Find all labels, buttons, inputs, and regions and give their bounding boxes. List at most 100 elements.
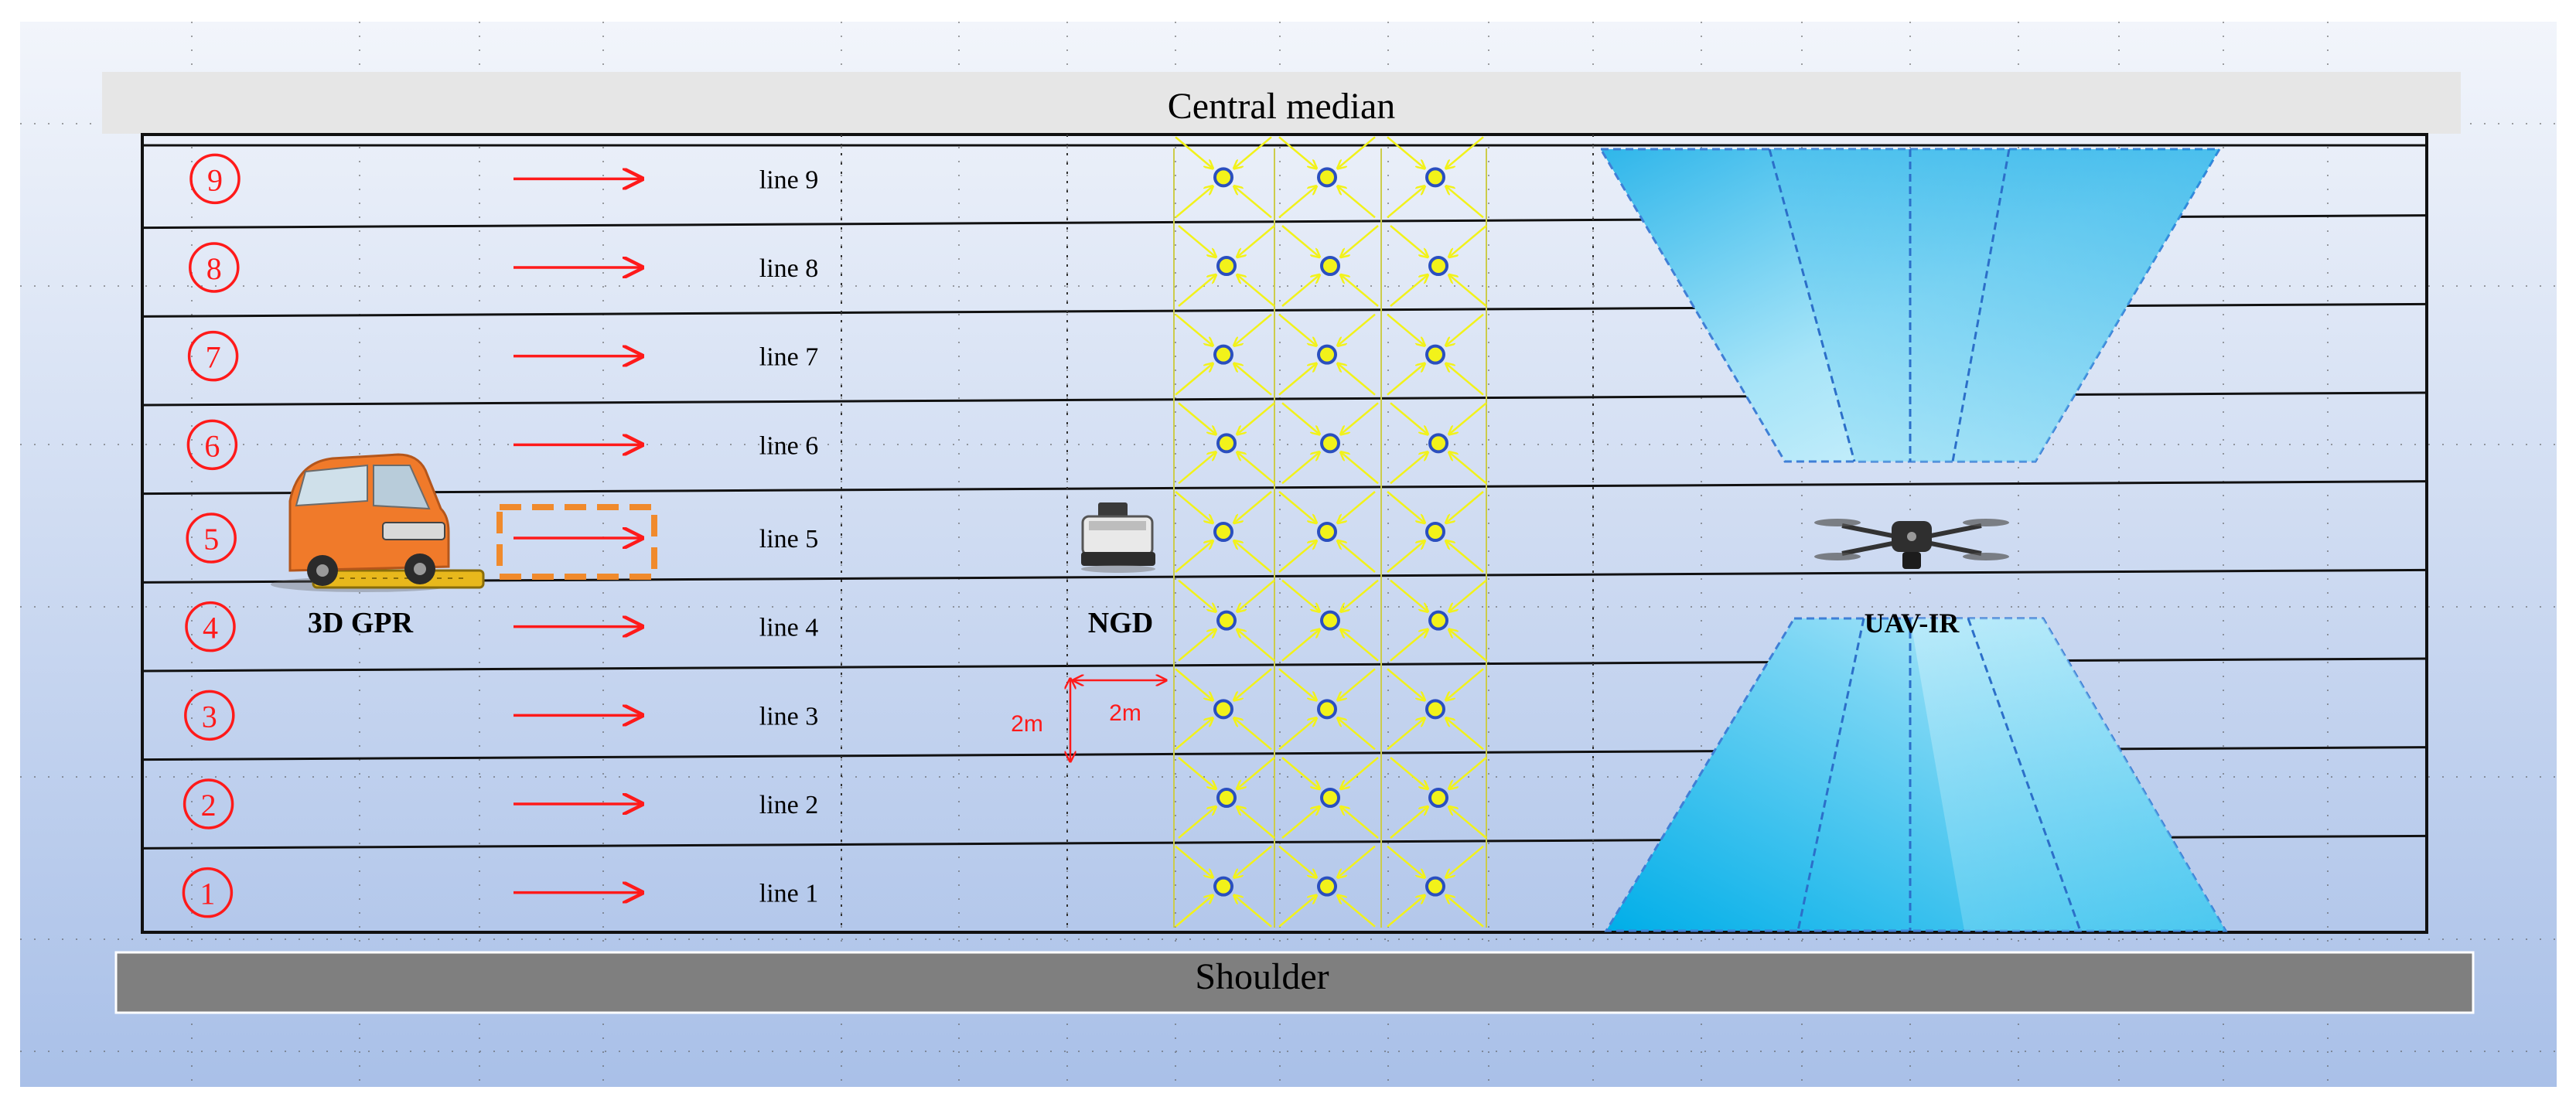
ngd-measurement-point (1216, 256, 1237, 276)
ngd-diagonal-arrow (1338, 718, 1376, 751)
line-label: line 7 (759, 343, 818, 372)
gpr-scan-box (496, 504, 657, 580)
line-number-circle (189, 242, 240, 293)
ngd-diagonal-arrow (1237, 274, 1275, 307)
ngd-diagonal-arrow (1234, 491, 1272, 523)
line-number-circle (184, 690, 235, 741)
ngd-diagonal-arrow (1338, 668, 1376, 700)
ngd-measurement-point (1425, 167, 1445, 188)
ngd-diagonal-arrow (1387, 313, 1424, 346)
ngd-diagonal-arrow (1338, 845, 1376, 878)
ngd-diagonal-arrow (1281, 629, 1319, 662)
ngd-measurement-point (1425, 876, 1445, 897)
ngd-measurement-point (1317, 699, 1337, 720)
ngd-diagonal-arrow (1278, 136, 1316, 169)
ngd-diagonal-arrow (1338, 136, 1376, 169)
line-label: line 9 (759, 165, 818, 194)
line-number-circle (183, 778, 234, 829)
ngd-diagonal-arrow (1449, 579, 1487, 612)
uav-label: UAV-IR (1865, 608, 1960, 639)
ngd-diagonal-arrow (1341, 579, 1379, 612)
ngd-diagonal-arrow (1446, 186, 1484, 219)
ngd-measurement-point (1317, 522, 1337, 542)
ngd-diagonal-arrow (1341, 274, 1379, 307)
line-number-circle (186, 513, 237, 564)
uav-view-cone-top (1598, 148, 2222, 463)
ngd-diagonal-arrow (1446, 718, 1484, 751)
central-median-label: Central median (1168, 86, 1396, 127)
ngd-diagonal-arrow (1278, 540, 1316, 573)
line-label: line 2 (759, 791, 818, 819)
ngd-diagonal-arrow (1390, 806, 1428, 839)
ngd-diagonal-arrow (1175, 668, 1213, 700)
ngd-diagonal-arrow (1281, 757, 1319, 789)
ngd-diagonal-arrow (1338, 491, 1376, 523)
ngd-diagonal-arrow (1175, 845, 1213, 878)
ngd-diagonal-arrow (1387, 136, 1424, 169)
lane-divider (142, 480, 2428, 496)
ngd-diagonal-arrow (1341, 757, 1379, 789)
ngd-diagonal-arrow (1178, 452, 1216, 485)
road-outline (141, 133, 2428, 934)
uav-view-cone-bottom (1604, 617, 2228, 932)
ngd-diagonal-arrow (1278, 363, 1316, 396)
ngd-measurement-point (1216, 610, 1237, 631)
ngd-diagonal-arrow (1278, 186, 1316, 219)
line-label: line 3 (759, 702, 818, 731)
line-label: line 6 (759, 431, 818, 460)
ngd-diagonal-arrow (1237, 402, 1275, 434)
ngd-diagonal-arrow (1178, 579, 1216, 612)
ngd-diagonal-arrow (1237, 757, 1275, 789)
ngd-diagonal-arrow (1449, 452, 1487, 485)
ngd-diagonal-arrow (1178, 629, 1216, 662)
line-label: line 5 (759, 525, 818, 554)
line-number-circle (187, 330, 239, 382)
ngd-diagonal-arrow (1341, 806, 1379, 839)
travel-direction-arrows (513, 179, 642, 892)
line-number-text: 8 (206, 251, 222, 286)
ngd-diagonal-arrow (1175, 895, 1213, 928)
ngd-measurement-point (1320, 788, 1340, 808)
ngd-diagonal-arrow (1234, 186, 1272, 219)
spacing-dimension: 2m 2m (1011, 679, 1166, 761)
ngd-label: NGD (1088, 607, 1153, 639)
ngd-diagonal-arrow (1387, 895, 1424, 928)
ngd-diagonal-arrow (1449, 629, 1487, 662)
ngd-diagonal-arrow (1446, 363, 1484, 396)
ngd-diagonal-arrow (1449, 225, 1487, 257)
ngd-diagonal-arrow (1390, 402, 1428, 434)
ngd-diagonal-arrow (1178, 225, 1216, 257)
ngd-measurement-point (1213, 699, 1233, 720)
ngd-diagonal-arrow (1178, 806, 1216, 839)
central-median-band: Central median (102, 72, 2461, 134)
ngd-diagonal-arrow (1387, 845, 1424, 878)
ngd-diagonal-arrow (1387, 363, 1424, 396)
ngd-diagonal-arrow (1449, 806, 1487, 839)
ngd-diagonal-arrow (1390, 579, 1428, 612)
ngd-diagonal-arrow (1234, 363, 1272, 396)
ngd-measurement-point (1320, 433, 1340, 454)
ngd-diagonal-arrow (1178, 757, 1216, 789)
ngd-diagonal-arrow (1278, 845, 1316, 878)
ngd-diagonal-arrow (1278, 313, 1316, 346)
ngd-diagonal-arrow (1341, 402, 1379, 434)
ngd-diagonal-arrow (1237, 225, 1275, 257)
ngd-diagonal-arrow (1338, 363, 1376, 396)
ngd-diagonal-arrow (1338, 186, 1376, 219)
ngd-diagonal-arrow (1175, 313, 1213, 346)
ngd-diagonal-arrow (1387, 186, 1424, 219)
ngd-measurement-point (1425, 699, 1445, 720)
ngd-diagonal-arrow (1281, 402, 1319, 434)
line-label: line 1 (759, 880, 818, 908)
line-number-text: 4 (203, 611, 218, 645)
ngd-diagonal-arrow (1449, 757, 1487, 789)
line-number-circle (186, 419, 238, 471)
ngd-measurement-point (1425, 522, 1445, 542)
line-number-circle (182, 867, 234, 918)
ngd-diagonal-arrow (1234, 136, 1272, 169)
ngd-diagonal-arrow (1341, 629, 1379, 662)
ngd-diagonal-arrow (1234, 718, 1272, 751)
ngd-measurement-point (1428, 788, 1448, 808)
line-label: line 8 (759, 254, 818, 283)
